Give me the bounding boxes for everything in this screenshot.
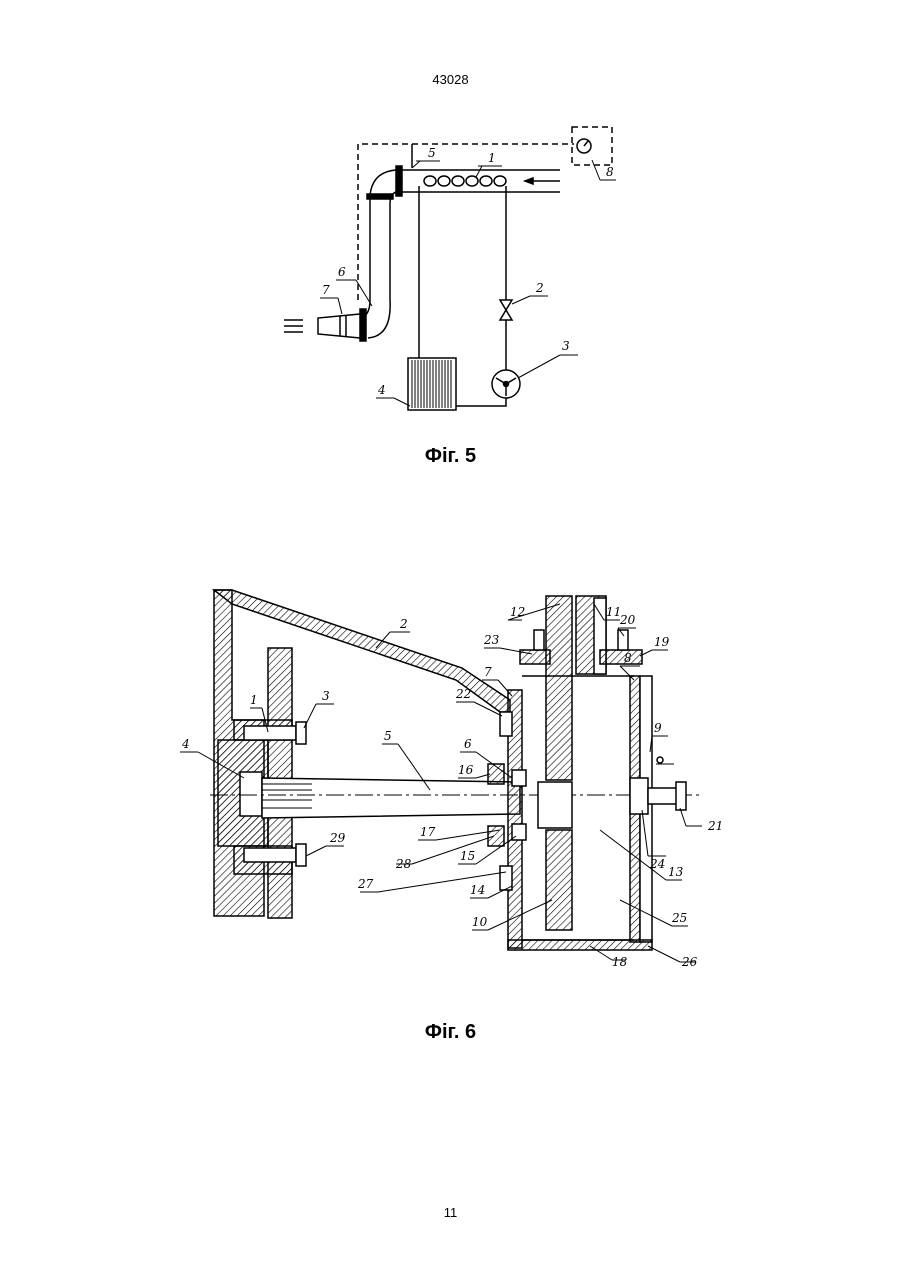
fig6-label-19: 19 [654,635,670,649]
fig6-label-21: 21 [707,819,723,833]
pin-icon [657,757,663,763]
knob-21 [676,782,686,810]
fig6-label-27: 27 [357,877,374,891]
fig6-label-16: 16 [458,763,474,777]
page-number-bottom: 11 [0,1205,901,1220]
bearing-24 [630,778,648,814]
fig6-label-22: 22 [455,687,471,701]
fig6-label-1: 1 [250,693,258,707]
bolt-23b [534,630,544,650]
fig6-label-12: 12 [510,605,525,619]
figure-6-caption: Фіг. 6 [0,1021,901,1044]
fig6-label-8: 8 [624,651,632,665]
fig6-label-18: 18 [612,955,628,969]
fig6-label-9: 9 [654,721,662,735]
fig6-assembly [180,590,702,962]
base-26 [508,940,652,950]
nut-4-icon [240,772,262,816]
fig6-label-7: 7 [484,665,492,679]
fig6-label-20: 20 [619,613,636,627]
fig6-label-14: 14 [470,883,485,897]
bearing-6 [512,770,526,786]
fig6-label-6: 6 [464,737,472,751]
fig6-label-29: 29 [329,831,346,845]
flange-19 [600,650,642,664]
fig6-label-15: 15 [460,849,475,863]
fig6-label-10: 10 [472,915,488,929]
fig6-label-25: 25 [671,911,687,925]
fig6-label-2: 2 [399,617,408,631]
fig6-label-3: 3 [322,689,330,703]
fig6-label-26: 26 [681,955,698,969]
fig6-label-28: 28 [395,857,412,871]
fig6-label-5: 5 [384,729,392,743]
fig6-label-24: 24 [649,857,665,871]
fig6-label-23: 23 [483,633,500,647]
fig6-label-4: 4 [181,737,190,751]
seal-28 [488,826,504,846]
rotor-disc [546,596,572,780]
fig6-label-17: 17 [420,825,436,839]
hub-13 [538,782,572,828]
fig6-label-13: 13 [668,865,684,879]
bolt-29-icon [244,844,306,866]
bolt-20 [618,630,628,650]
bolt-3-icon [244,722,306,744]
fig6-label-11: 11 [606,605,621,619]
